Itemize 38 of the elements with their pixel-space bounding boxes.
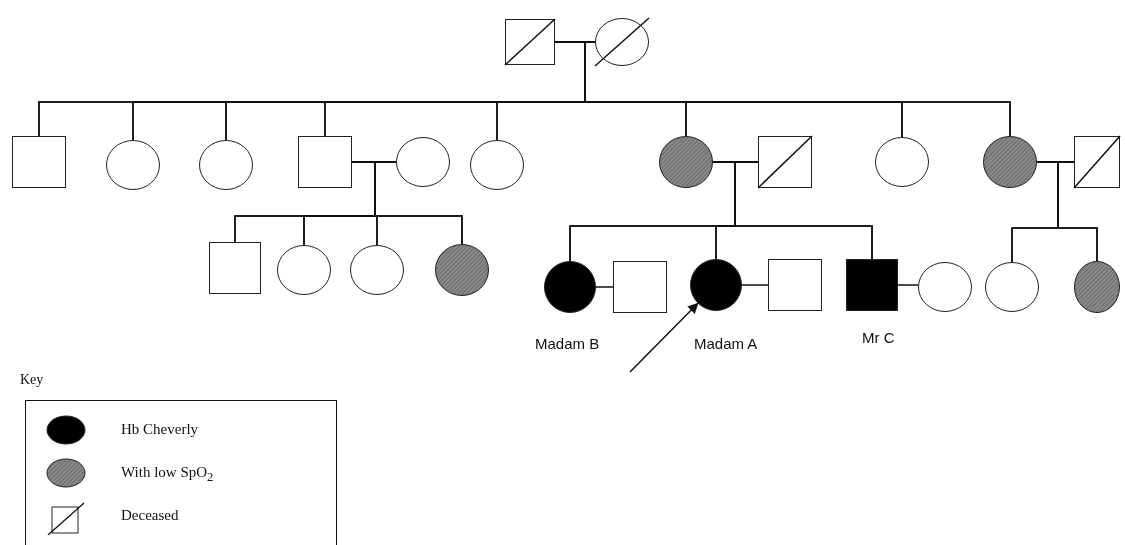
key-heading: Key [20, 372, 44, 388]
pedigree-line [897, 284, 919, 286]
legend-text: With low SpO$_{2}$ [121, 464, 214, 485]
circle [350, 245, 404, 295]
pedigree-line [595, 286, 614, 288]
square [12, 136, 66, 188]
circle [470, 140, 524, 190]
affected-circle [690, 259, 742, 311]
affected-square [846, 259, 898, 311]
square [768, 259, 822, 311]
square [613, 261, 667, 313]
affected-circle [544, 261, 596, 313]
deceased-circle [595, 18, 649, 66]
circle [277, 245, 331, 295]
circle [918, 262, 972, 312]
circle [396, 137, 450, 187]
deceased-square [505, 19, 555, 65]
proband-arrow [629, 302, 699, 373]
person-name: Madam B [535, 335, 600, 352]
person-name: Mr C [862, 329, 895, 346]
circle [106, 140, 160, 190]
affected-circle [1074, 261, 1120, 313]
circle [985, 262, 1039, 312]
square [209, 242, 261, 294]
circle [199, 140, 253, 190]
person-name: Madam A [694, 335, 758, 352]
affected-circle [659, 136, 713, 188]
affected-circle [983, 136, 1037, 188]
pedigree-line [741, 284, 769, 286]
pedigree-line [1057, 161, 1098, 262]
deceased-square [1074, 136, 1120, 188]
deceased-square [758, 136, 812, 188]
legend-text: Deceased [121, 507, 179, 524]
square [298, 136, 352, 188]
circle [875, 137, 929, 187]
pedigree-line [374, 161, 463, 245]
legend-text: Hb Cheverly [121, 421, 199, 438]
affected-circle [435, 244, 489, 296]
